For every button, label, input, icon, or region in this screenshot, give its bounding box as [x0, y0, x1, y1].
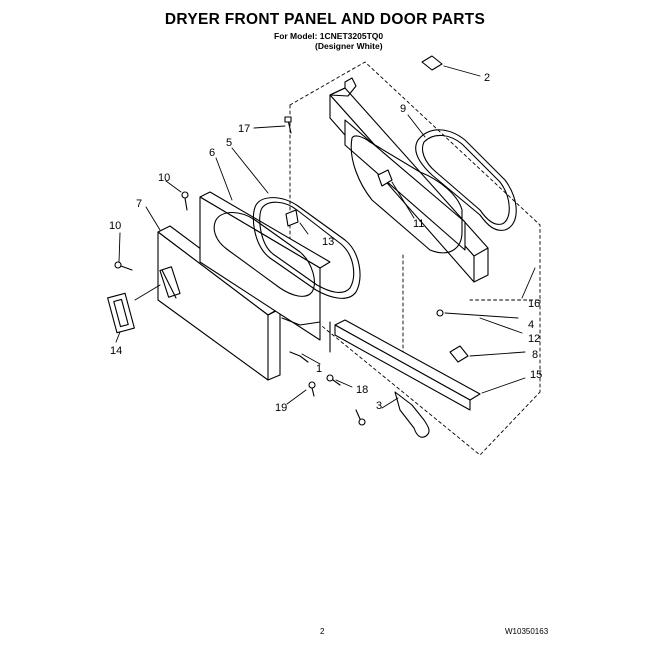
screw-door-left: [114, 261, 133, 271]
callout-12: 17: [238, 123, 250, 135]
door-hinge: [285, 209, 299, 227]
screw-door-upper: [181, 191, 189, 211]
callout-19: 19: [275, 402, 287, 414]
callout-7: 7: [136, 198, 142, 210]
callout-17: 15: [530, 369, 542, 381]
door-handle: [107, 284, 161, 334]
cabinet-outline: [289, 61, 541, 456]
model-number: For Model: 1CNET3205TQ0: [274, 31, 384, 41]
callout-13: 12: [528, 333, 540, 345]
hinge-pins: [281, 317, 331, 363]
door-seal: [415, 129, 517, 231]
lower-clip: [449, 345, 469, 363]
front-panel: [329, 77, 489, 283]
callout-6: 6: [209, 147, 215, 159]
callout-11: 11: [413, 218, 424, 230]
callout-2: 2: [484, 72, 490, 84]
callout-leaders: [115, 65, 536, 409]
screw-panel: [436, 309, 444, 317]
callout-8: 8: [532, 349, 538, 361]
screws-lower: [308, 374, 366, 426]
door-gasket: [252, 197, 361, 299]
callout-10-upper: 10: [158, 172, 170, 184]
page-number: 2: [320, 627, 325, 636]
model-variant: (Designer White): [315, 41, 383, 51]
inner-door: [199, 191, 331, 341]
page-title: DRYER FRONT PANEL AND DOOR PARTS: [164, 11, 486, 28]
callout-14: 13: [322, 236, 334, 248]
callout-3: 3: [376, 400, 382, 412]
lower-strip: [334, 319, 481, 411]
callout-5: 5: [226, 137, 232, 149]
callout-16: 16: [528, 298, 540, 310]
document-code: W10350163: [505, 627, 549, 636]
screw-top: [284, 116, 292, 134]
lever-part: [394, 391, 430, 438]
callout-18-label: 18: [356, 384, 368, 396]
callout-labels: 2 9 17 6 5 10 7 10 11 13 16 4 12 8 15 1 …: [109, 72, 542, 414]
top-clip: [421, 55, 443, 71]
callout-4: 4: [528, 319, 534, 331]
callout-15: 14: [110, 345, 122, 357]
door-strike: [377, 169, 393, 187]
callout-10-left: 10: [109, 220, 121, 232]
callout-1: 1: [316, 363, 322, 375]
callout-9: 9: [400, 103, 406, 115]
